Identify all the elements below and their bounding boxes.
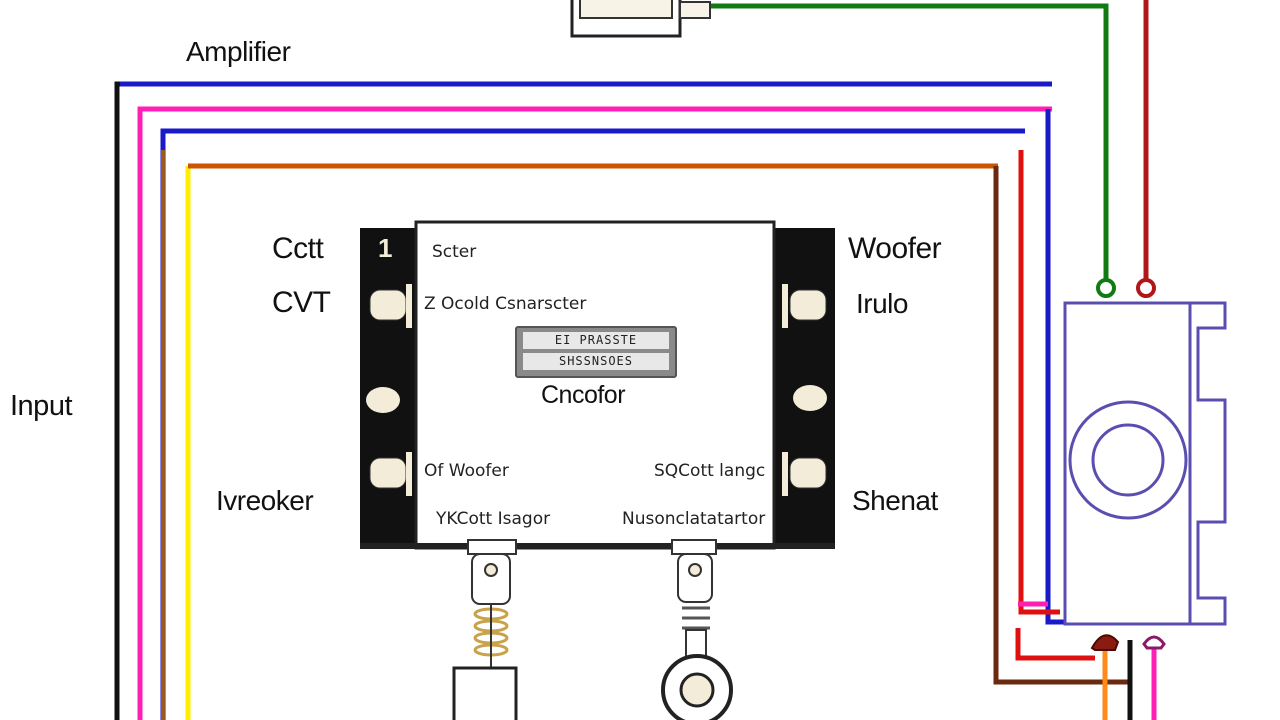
component-tag: EI PRASSTE SHSSNSOES <box>515 326 677 378</box>
red-terminal <box>1136 278 1156 298</box>
board-scter-label: Scter <box>432 242 477 262</box>
red-wire-bottom <box>1015 628 1095 661</box>
cct-label: Cctt <box>272 232 324 265</box>
tag-line-1: EI PRASSTE <box>523 332 669 349</box>
tag-line-2: SHSSNSOES <box>523 353 669 370</box>
crossover-board <box>360 220 835 550</box>
board-range-right-label: SQCott langc <box>654 461 766 481</box>
amplifier-label: Amplifier <box>186 36 291 67</box>
speaker-plugs <box>1090 634 1166 651</box>
board-woofer-left-label: Of Woofer <box>424 461 509 481</box>
trulo-label: Irulo <box>856 288 908 319</box>
green-wire <box>710 3 1109 282</box>
speaker-cone <box>1068 400 1188 520</box>
shenat-label: Shenat <box>852 485 938 516</box>
green-terminal <box>1096 278 1116 298</box>
board-bottom-right-label: Nusonclatatartor <box>622 509 766 529</box>
brown-wire-right <box>993 166 1130 685</box>
capacitor-terminal <box>661 539 733 720</box>
top-connector <box>570 0 711 38</box>
crossover-label: Cncofor <box>541 381 626 409</box>
input-label: Input <box>10 390 73 422</box>
speaker <box>1063 301 1227 626</box>
magenta-wire <box>137 106 1052 720</box>
speaker-dust-cap <box>1091 423 1165 497</box>
blue-wire-right <box>1045 109 1065 625</box>
board-bottom-left-label: YKCott Isagor <box>436 509 551 529</box>
tweeter-label: Ivreoker <box>216 485 314 516</box>
board-connector-label: Z Ocold Csnarscter <box>424 294 587 314</box>
red-wire-right <box>1018 150 1060 615</box>
inductor-coil <box>452 539 518 720</box>
woofer-label: Woofer <box>848 232 942 265</box>
cvt-label: CVT <box>272 286 331 319</box>
channel-number: 1 <box>378 233 392 263</box>
